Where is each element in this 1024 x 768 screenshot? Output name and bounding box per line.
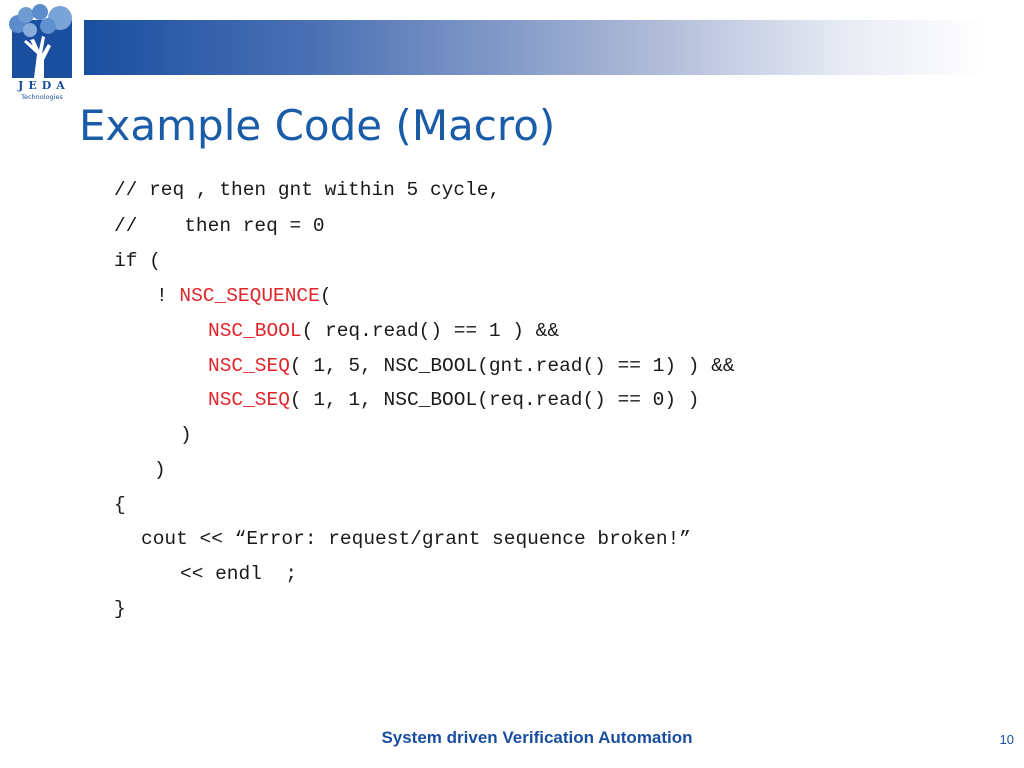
code-line-8: ) (180, 424, 192, 446)
code-text: ( 1, 5, NSC_BOOL(gnt.read() == 1) ) && (289, 355, 735, 377)
code-text: ( (319, 285, 332, 307)
code-line-13: } (114, 598, 126, 620)
tree-icon (9, 4, 72, 78)
footer-title: System driven Verification Automation (381, 728, 693, 747)
macro-keyword: NSC_SEQUENCE (179, 285, 320, 307)
code-text: ( 1, 1, NSC_BOOL(req.read() == 0) ) (289, 389, 700, 411)
code-line-3: if ( (114, 250, 161, 272)
macro-keyword: NSC_BOOL (208, 320, 302, 342)
code-line-12: << endl ; (180, 563, 298, 585)
code-text: ! (156, 285, 180, 307)
logo-wordmark: JEDA (18, 79, 70, 92)
code-line-1: // req , then gnt within 5 cycle, (114, 179, 501, 201)
header-gradient-band (84, 20, 986, 75)
code-line-9: ) (154, 459, 166, 481)
code-line-4: ! NSC_SEQUENCE( (156, 284, 332, 308)
code-line-7: NSC_SEQ( 1, 1, NSC_BOOL(req.read() == 0)… (208, 388, 700, 412)
code-line-6: NSC_SEQ( 1, 5, NSC_BOOL(gnt.read() == 1)… (208, 354, 735, 378)
slide-title: Example Code (Macro) (79, 101, 556, 150)
logo-subtitle: Technologies (21, 93, 63, 101)
macro-keyword: NSC_SEQ (208, 355, 290, 377)
code-line-11: cout << “Error: request/grant sequence b… (141, 528, 691, 550)
code-text: ( req.read() == 1 ) && (301, 320, 560, 342)
code-line-2: // then req = 0 (114, 215, 325, 237)
jeda-logo: JEDA Technologies (4, 2, 80, 102)
page-number: 10 (999, 732, 1014, 747)
code-line-10: { (114, 494, 126, 516)
macro-keyword: NSC_SEQ (208, 389, 290, 411)
code-line-5: NSC_BOOL( req.read() == 1 ) && (208, 319, 559, 343)
